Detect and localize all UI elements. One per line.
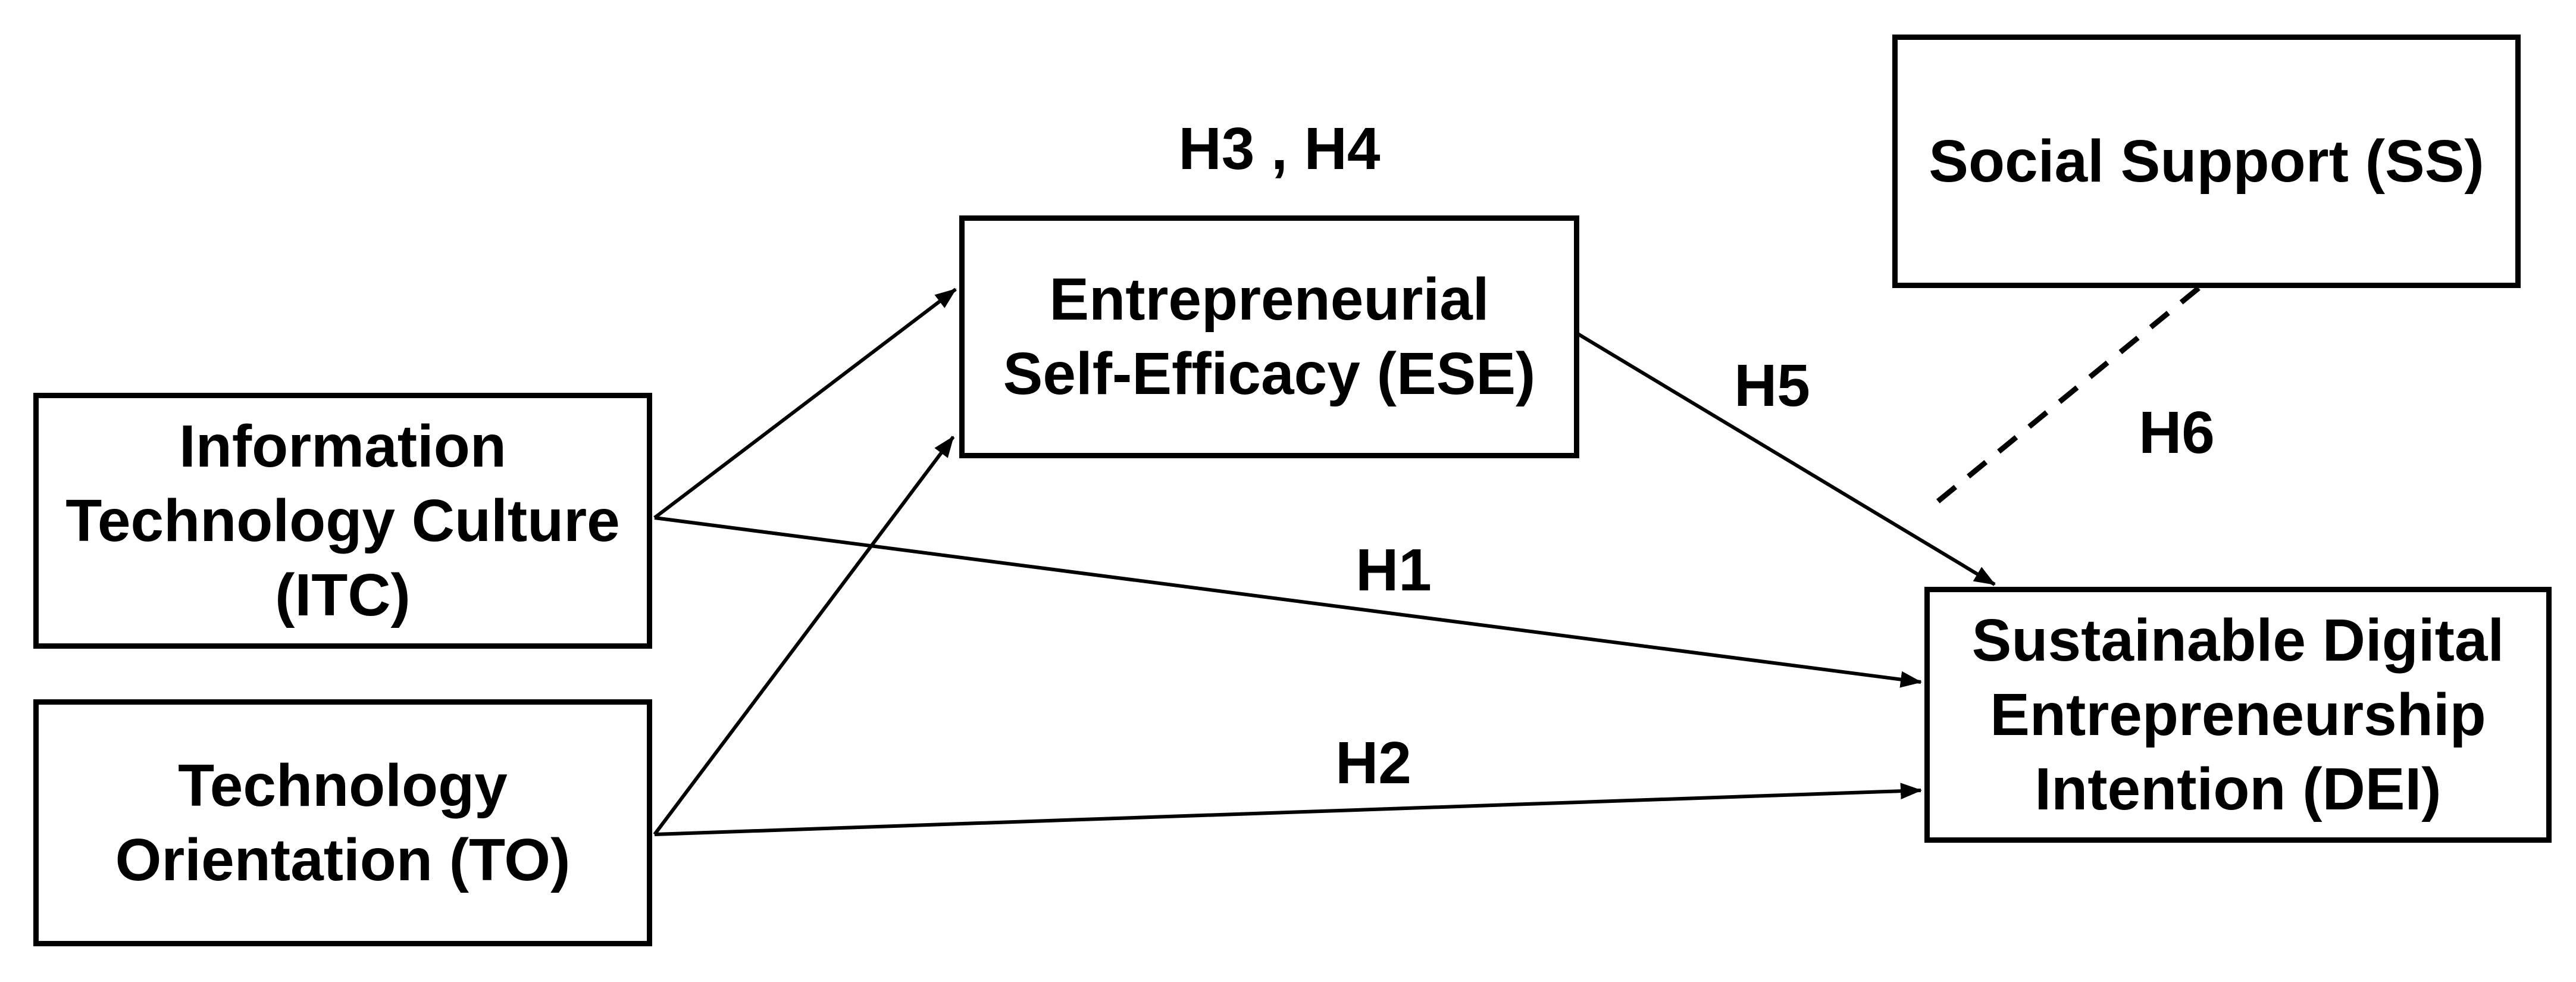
- edge-h6-dashed-line: [1926, 286, 2201, 512]
- edge-label-h3-h4: H3 , H4: [1178, 115, 1381, 182]
- node-box-itc: Information Technology Culture (ITC): [33, 393, 652, 649]
- edge-label-h6: H6: [2139, 399, 2215, 466]
- node-box-to: Technology Orientation (TO): [33, 699, 652, 946]
- node-label-to: Technology Orientation (TO): [115, 752, 571, 893]
- edge-label-h1: H1: [1356, 537, 1432, 603]
- node-label-ese: Entrepreneurial Self-Efficacy (ESE): [1003, 266, 1536, 407]
- node-label-dei: Sustainable Digital Entrepreneurship Int…: [1971, 606, 2505, 822]
- node-label-itc: Information Technology Culture (ITC): [65, 412, 620, 628]
- edge-label-h5: H5: [1734, 352, 1810, 419]
- edge-h2-arrow: [654, 783, 1922, 836]
- node-label-ss: Social Support (SS): [1929, 127, 2484, 195]
- edge-h4-arrow: [653, 436, 955, 836]
- node-box-dei: Sustainable Digital Entrepreneurship Int…: [1924, 587, 2552, 843]
- edge-h1-arrow: [654, 516, 1922, 688]
- node-box-ss: Social Support (SS): [1892, 35, 2521, 288]
- node-box-ese: Entrepreneurial Self-Efficacy (ESE): [959, 215, 1579, 458]
- edge-h3-arrow: [653, 287, 957, 520]
- edge-label-h2: H2: [1335, 730, 1411, 796]
